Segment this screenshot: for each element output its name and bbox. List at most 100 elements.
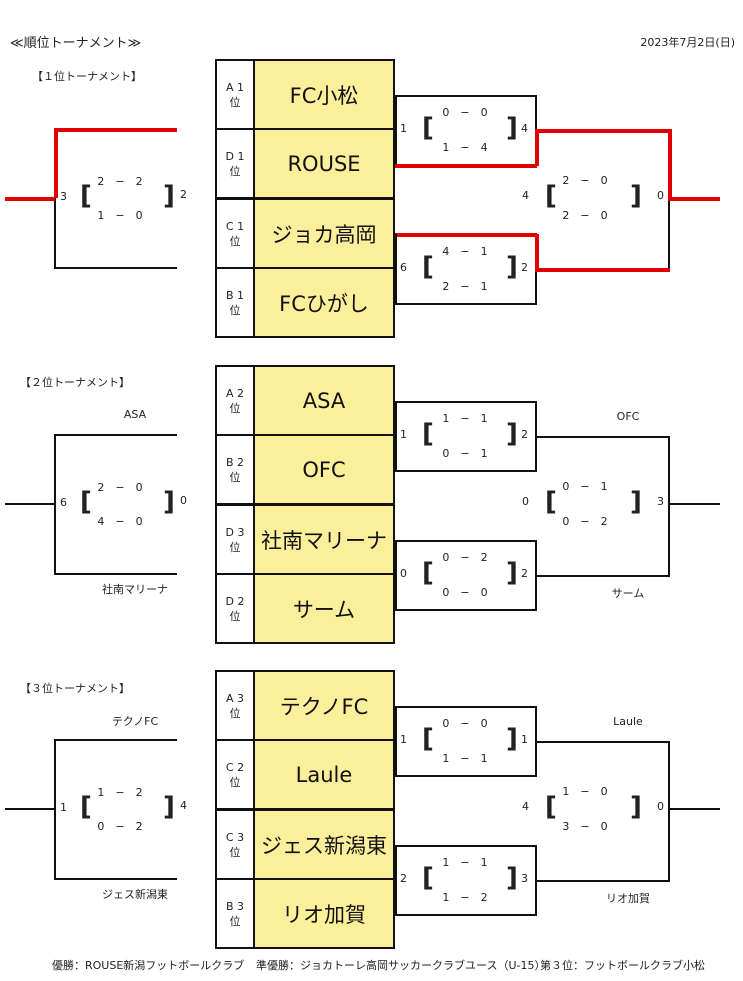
section-label: 【２位トーナメント】 bbox=[20, 376, 130, 389]
seed-rank: 位 bbox=[229, 303, 241, 317]
bracket-line bbox=[395, 775, 537, 777]
bracket-close: ] bbox=[506, 113, 518, 143]
team-name-cell: ジェス新潟東 bbox=[253, 809, 395, 880]
bracket-line bbox=[395, 401, 537, 403]
bracket-line bbox=[395, 845, 537, 847]
seed-rank: 位 bbox=[229, 845, 241, 859]
left-match-bottom-team: 社南マリーナ bbox=[102, 583, 168, 596]
bracket-close: ] bbox=[163, 181, 175, 211]
team-name-cell: テクノFC bbox=[253, 670, 395, 741]
bracket-line bbox=[668, 436, 670, 575]
seed-group: A 2 bbox=[225, 386, 245, 400]
bracket-close: ] bbox=[506, 419, 518, 449]
section-label: 【３位トーナメント】 bbox=[20, 682, 130, 695]
bracket-line bbox=[535, 540, 537, 609]
bracket-line bbox=[537, 575, 670, 577]
seed-group: C 1 bbox=[225, 219, 245, 233]
bracket-line bbox=[668, 808, 720, 810]
bracket-line bbox=[54, 434, 177, 436]
bracket-line bbox=[535, 401, 537, 470]
seed-rank: 位 bbox=[229, 234, 241, 248]
semi-score-left: 1 bbox=[400, 428, 407, 441]
bracket-line bbox=[54, 128, 177, 132]
semi-half1: 4 − 1 bbox=[442, 245, 488, 258]
seed-rank: 位 bbox=[229, 540, 241, 554]
team-name-cell: サーム bbox=[253, 573, 395, 644]
bracket-line bbox=[395, 706, 537, 708]
bracket-close: ] bbox=[506, 863, 518, 893]
semi-score-left: 1 bbox=[400, 122, 407, 135]
semi-half2: 2 − 1 bbox=[442, 280, 488, 293]
bracket-line bbox=[395, 95, 537, 97]
bracket-line bbox=[395, 706, 397, 775]
bracket-line bbox=[395, 540, 397, 609]
bracket-close: ] bbox=[630, 487, 642, 517]
left-match-score-left: 3 bbox=[60, 190, 67, 203]
seed-rank: 位 bbox=[229, 914, 241, 928]
final-half2: 2 − 0 bbox=[562, 209, 608, 222]
semi-half1: 1 − 1 bbox=[442, 856, 488, 869]
bracket-line bbox=[54, 434, 56, 504]
bracket-line bbox=[54, 198, 56, 267]
seed-group: A 3 bbox=[225, 691, 245, 705]
bracket-line bbox=[535, 129, 670, 133]
semi-half2: 1 − 2 bbox=[442, 891, 488, 904]
semi-score-right: 2 bbox=[521, 261, 528, 274]
bracket-line bbox=[395, 401, 397, 470]
seed-rank: 位 bbox=[229, 95, 241, 109]
bracket-line bbox=[535, 130, 539, 166]
date: 2023年7月2日(日) bbox=[640, 36, 735, 49]
seed-rank: 位 bbox=[229, 706, 241, 720]
bracket-line bbox=[54, 267, 177, 269]
semi-half2: 0 − 1 bbox=[442, 447, 488, 460]
champion-text: 優勝：ROUSE新潟フットボールクラブ bbox=[52, 959, 245, 972]
semi-score-left: 1 bbox=[400, 733, 407, 746]
semi-score-left: 6 bbox=[400, 261, 407, 274]
bracket-line bbox=[54, 739, 56, 809]
semi-score-right: 3 bbox=[521, 872, 528, 885]
final-top-team: OFC bbox=[616, 410, 640, 423]
bracket-close: ] bbox=[506, 252, 518, 282]
seed-rank: 位 bbox=[229, 401, 241, 415]
bracket-open: [ bbox=[422, 724, 434, 754]
bracket-line bbox=[395, 303, 537, 305]
seed-group: C 2 bbox=[225, 760, 245, 774]
semi-half1: 0 − 2 bbox=[442, 551, 488, 564]
final-score-left: 4 bbox=[522, 189, 529, 202]
bracket-line bbox=[537, 436, 670, 438]
team-name-cell: ジョカ高岡 bbox=[253, 198, 395, 269]
semi-score-right: 1 bbox=[521, 733, 528, 746]
left-match-score-left: 1 bbox=[60, 801, 67, 814]
left-match-half1: 2 − 2 bbox=[97, 175, 143, 188]
page-title: ≪順位トーナメント≫ bbox=[10, 36, 142, 51]
final-score-right: 0 bbox=[657, 189, 664, 202]
runner-up-text: 準優勝：ジョカトーレ高岡サッカークラブユース（U-15） bbox=[256, 959, 546, 972]
bracket-line bbox=[668, 503, 720, 505]
bracket-line bbox=[395, 470, 537, 472]
team-name-cell: リオ加賀 bbox=[253, 878, 395, 949]
left-match-half2: 1 − 0 bbox=[97, 209, 143, 222]
bracket-line bbox=[668, 741, 670, 880]
bracket-line bbox=[5, 503, 55, 505]
left-match-bottom-team: ジェス新潟東 bbox=[102, 888, 168, 901]
final-score-right: 3 bbox=[657, 495, 664, 508]
seed-group: C 3 bbox=[225, 830, 245, 844]
bracket-line bbox=[54, 573, 177, 575]
final-score-left: 4 bbox=[522, 800, 529, 813]
bracket-line bbox=[54, 809, 56, 878]
bracket-line bbox=[54, 739, 177, 741]
bracket-open: [ bbox=[545, 181, 557, 211]
semi-score-right: 2 bbox=[521, 428, 528, 441]
final-top-team: Laule bbox=[613, 715, 643, 728]
final-half2: 0 − 2 bbox=[562, 515, 608, 528]
